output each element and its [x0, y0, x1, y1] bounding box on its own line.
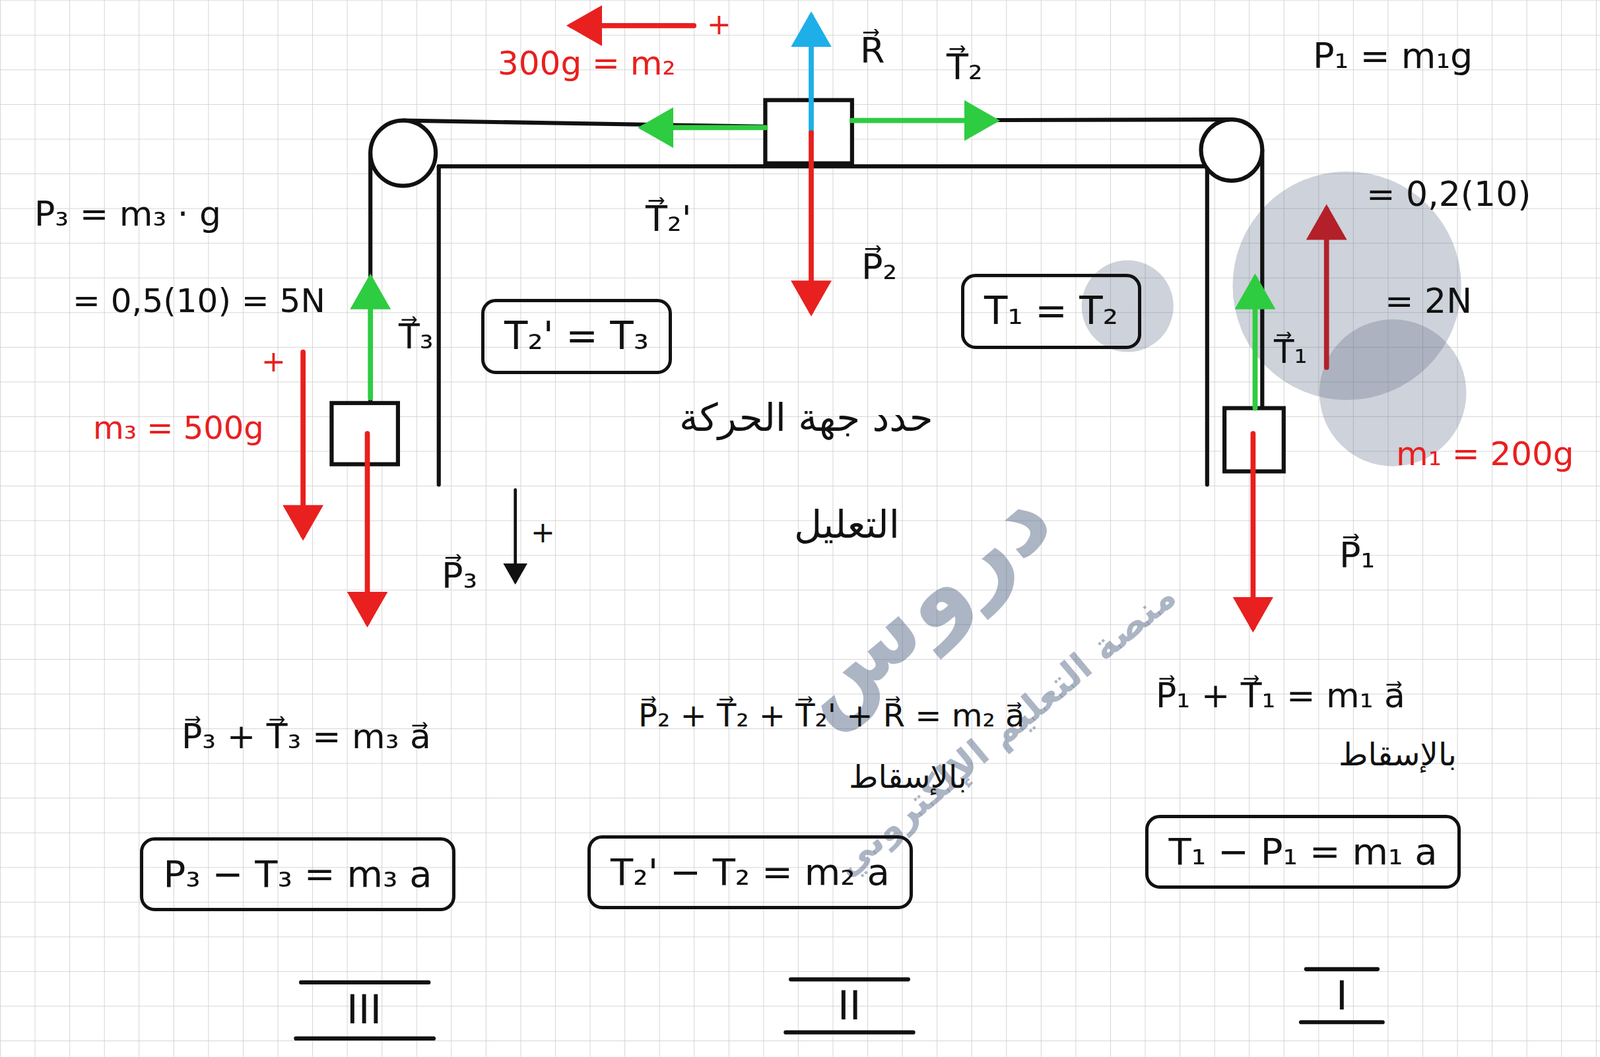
- annotation: T⃗₂': [645, 198, 692, 241]
- annotation: T⃗₃: [398, 316, 434, 358]
- annotation: بالإسقاط: [848, 758, 967, 797]
- annotation: = 0,2(10): [1366, 173, 1532, 215]
- annotation: = 0,5(10) = 5N: [72, 281, 326, 321]
- annotation: P₃ = m₃ · g: [34, 193, 222, 235]
- bar: [1300, 1020, 1383, 1025]
- annotation: التعليل: [794, 502, 900, 549]
- force-arrow: [852, 118, 995, 124]
- force-arrow: [808, 132, 814, 312]
- annotation: بالإسقاط: [1338, 735, 1457, 775]
- annotation: P⃗₂: [861, 246, 898, 290]
- annotation: m₃ = 500g: [93, 409, 265, 448]
- table-leg: [436, 166, 441, 485]
- annotation: II: [837, 982, 861, 1030]
- annotation: m₁ = 200g: [1396, 434, 1575, 474]
- equation-text: T₂' = T₃: [504, 313, 649, 360]
- string: [1260, 149, 1265, 408]
- force-arrow: [808, 16, 814, 133]
- annotation: +: [706, 7, 732, 43]
- equation-text: T₁ = T₂: [984, 288, 1119, 335]
- equation-text: T₁ − P₁ = m₁ a: [1168, 829, 1437, 874]
- annotation: P⃗₁ + T⃗₁ = m₁ a⃗: [1155, 675, 1406, 717]
- annotation: P₁ = m₁g: [1312, 34, 1473, 78]
- annotation: P⃗₂ + T⃗₂ + T⃗₂' + R⃗ = m₂ a⃗: [638, 697, 1025, 736]
- equation-box: P₃ − T₃ = m₃ a: [139, 837, 456, 912]
- force-arrows: [302, 16, 1327, 628]
- force-arrow: [365, 433, 371, 623]
- annotation: +: [530, 515, 556, 551]
- mass-block: [331, 403, 398, 465]
- annotation: T⃗₂: [946, 46, 983, 90]
- annotation: I: [1335, 972, 1348, 1020]
- bar: [790, 977, 909, 982]
- table-leg: [1205, 166, 1210, 485]
- annotation: 300g = m₂: [497, 43, 676, 84]
- equation-text: T₂' − T₂ = m₂ a: [610, 850, 890, 895]
- direction-arrow: [513, 489, 517, 582]
- direction-arrow: [300, 352, 306, 536]
- annotation: III: [346, 986, 382, 1034]
- bar: [295, 1036, 434, 1041]
- annotation: P⃗₃ + T⃗₃ = m₃ a⃗: [181, 716, 432, 758]
- table: [331, 100, 1284, 486]
- equation-box: T₂' − T₂ = m₂ a: [587, 835, 913, 910]
- equation-text: P₃ − T₃ = m₃ a: [163, 852, 432, 897]
- force-arrow: [1250, 433, 1257, 628]
- annotation: حدد جهة الحركة: [679, 395, 934, 442]
- pulley: [370, 120, 436, 187]
- bar: [300, 980, 429, 985]
- annotation: R⃗: [860, 29, 886, 73]
- equation-box: T₁ − P₁ = m₁ a: [1145, 815, 1461, 890]
- pulley: [1201, 119, 1263, 181]
- numeral-bars: [295, 969, 1383, 1039]
- annotation: P⃗₁: [1339, 534, 1375, 578]
- string: [368, 153, 373, 404]
- bar: [785, 1031, 913, 1035]
- force-arrow: [367, 278, 373, 399]
- direction-arrow: [1324, 209, 1330, 368]
- equation-box: T₁ = T₂: [961, 273, 1142, 350]
- annotation: T⃗₁: [1273, 332, 1308, 372]
- mass-block: [765, 100, 852, 164]
- equation-box: T₂' = T₃: [481, 299, 672, 375]
- string: [852, 119, 1232, 121]
- annotation: P⃗₃: [441, 555, 478, 599]
- direction-arrow: [571, 23, 695, 29]
- bar: [1306, 967, 1378, 972]
- annotation: = 2N: [1384, 280, 1472, 322]
- annotation: +: [261, 344, 286, 380]
- force-arrow: [642, 125, 766, 131]
- force-arrow: [1252, 278, 1259, 408]
